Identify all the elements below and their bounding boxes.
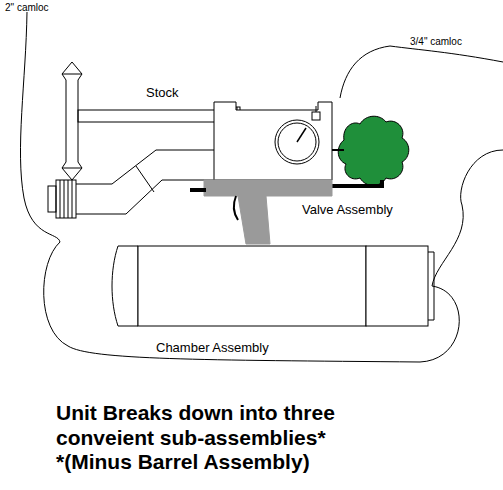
part-name: Stock [146, 86, 179, 101]
elbow-pipe [48, 150, 214, 218]
green-actuator [338, 116, 409, 185]
part-name: Chamber Assembly [156, 341, 269, 356]
camloc-outline [340, 46, 503, 98]
fitting-label: 3/4" camloc [410, 36, 462, 48]
trigger-wire [234, 196, 238, 220]
camloc-outline [20, 12, 503, 362]
footnote: *(Minus Barrel Assembly) [56, 450, 310, 474]
trigger-line [190, 188, 206, 192]
chamber [112, 246, 434, 326]
fitting-label: 2" camloc [5, 2, 49, 14]
part-name: Valve Assembly [302, 203, 393, 218]
stock [62, 62, 240, 180]
caption: Unit Breaks down into three conveient su… [56, 400, 386, 450]
hose [330, 180, 382, 186]
valve-body [214, 102, 332, 180]
